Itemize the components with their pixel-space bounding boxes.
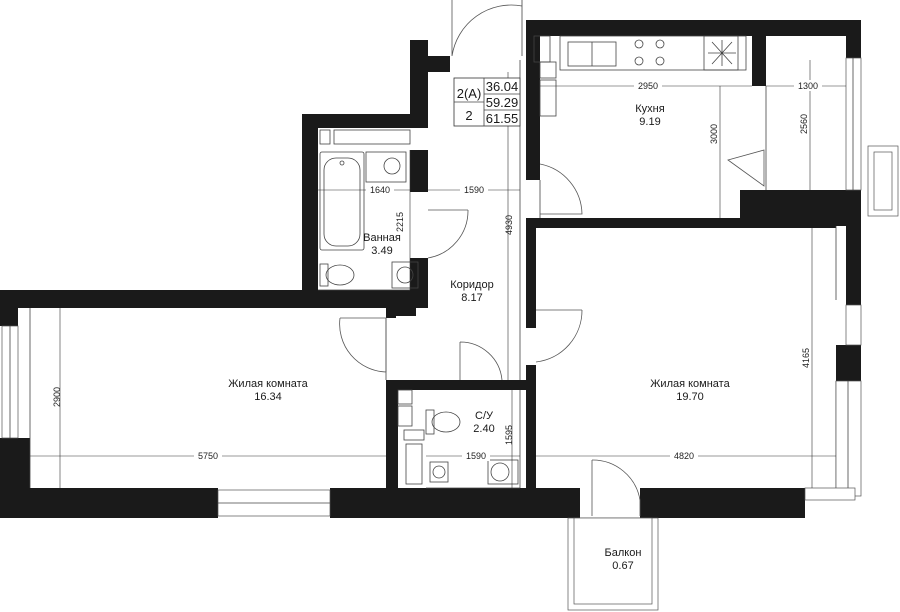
door-bathroom (427, 209, 469, 259)
rooms-count: 2 (465, 108, 472, 123)
room-name-living-right: Жилая комната (650, 378, 730, 390)
apartment-info-box: 2(А) 2 36.04 59.29 61.55 (453, 77, 521, 127)
room-name-bathroom: Ванная (363, 232, 401, 244)
dim-right-room-width: 4820 (674, 451, 694, 461)
walls (0, 20, 861, 518)
dim-bath-depth: 2215 (395, 212, 405, 232)
window-right-room (845, 304, 862, 346)
door-right-room (535, 309, 583, 363)
door-wc (459, 341, 503, 381)
dim-right-room-depth: 4165 (801, 348, 811, 368)
door-kitchen (539, 163, 583, 215)
room-name-living-left: Жилая комната (228, 378, 308, 390)
room-area-wc: 2.40 (473, 423, 494, 435)
bathtub (319, 151, 365, 251)
dim-corridor-length: 4930 (504, 215, 514, 235)
dim-bath-width: 1640 (370, 185, 390, 195)
dim-left-room-width: 5750 (198, 451, 218, 461)
windows (1, 57, 899, 517)
door-balcony (591, 459, 641, 516)
dim-kitchen-width: 2950 (638, 81, 658, 91)
dim-loggia-depth: 2560 (799, 114, 809, 134)
dim-loggia-width: 1300 (798, 81, 818, 91)
dimension-labels: 2950 1300 3000 2560 1640 1590 2215 4930 … (52, 80, 822, 461)
dim-wc-width: 1590 (466, 451, 486, 461)
dim-corridor-width: 1590 (464, 185, 484, 195)
window-right-room-bay (835, 380, 862, 497)
door-entry (451, 0, 523, 57)
apartment-type: 2(А) (457, 86, 482, 101)
door-loggia (727, 149, 765, 187)
area-living: 36.04 (486, 79, 519, 94)
room-name-balcony: Балкон (605, 547, 642, 559)
room-area-balcony: 0.67 (612, 560, 633, 572)
area-total: 59.29 (486, 95, 519, 110)
doors (339, 0, 765, 516)
room-area-bathroom: 3.49 (371, 245, 392, 257)
dim-kitchen-depth: 3000 (709, 124, 719, 144)
window-loggia (845, 57, 862, 191)
room-name-wc: С/У (475, 410, 494, 422)
dim-wc-depth: 1595 (504, 425, 514, 445)
room-area-living-right: 19.70 (676, 391, 704, 403)
room-area-corridor: 8.17 (461, 292, 482, 304)
dimension-lines (30, 60, 846, 488)
kitchen-counter (559, 35, 747, 71)
room-labels: Кухня 9.19 Ванная 3.49 Коридор 8.17 Жила… (228, 103, 730, 572)
door-left-room (339, 317, 387, 373)
room-area-living-left: 16.34 (254, 391, 282, 403)
room-name-kitchen: Кухня (635, 103, 664, 115)
window-right-room-bottom (804, 487, 856, 501)
room-area-kitchen: 9.19 (639, 116, 660, 128)
room-name-corridor: Коридор (450, 279, 493, 291)
toilet-wc (431, 411, 461, 433)
kitchen-vent (703, 35, 739, 71)
area-total-with-balcony: 61.55 (486, 111, 519, 126)
balcony (567, 517, 659, 611)
dim-left-room-depth: 2900 (52, 387, 62, 407)
fixtures (319, 35, 747, 485)
toilet-bath (325, 264, 355, 286)
